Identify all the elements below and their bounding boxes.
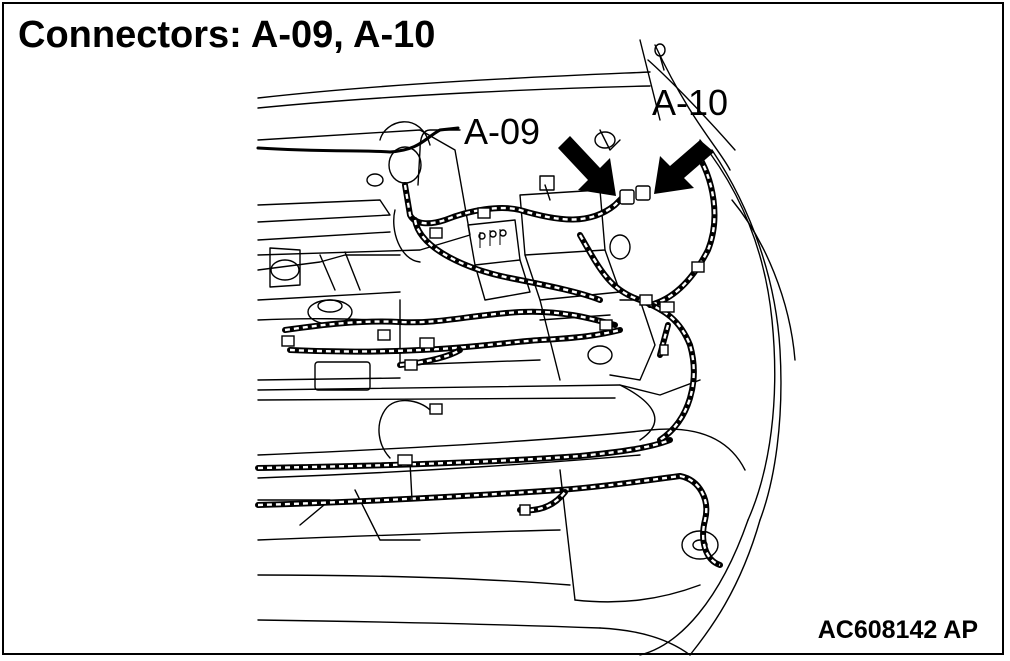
harness-connectors xyxy=(281,207,705,516)
engine-block xyxy=(257,121,471,325)
hood-outline xyxy=(257,39,736,171)
figure-id: AC608142 AP xyxy=(817,616,978,644)
hood-prop xyxy=(654,43,666,71)
callout-a-10-label: A-10 xyxy=(652,82,728,123)
callout-a-09-label: A-09 xyxy=(464,111,540,152)
connector-a-09 xyxy=(619,189,635,205)
sensor-wire-loop xyxy=(378,399,431,501)
diagram-title: Connectors: A-09, A-10 xyxy=(18,14,436,56)
callout-a-10: A-10 xyxy=(652,82,728,123)
callout-a-09: A-09 xyxy=(417,111,540,186)
relay-box xyxy=(467,219,531,301)
arrow-a-10 xyxy=(654,140,714,194)
radiator-support xyxy=(257,299,701,441)
front-fender xyxy=(639,139,796,656)
battery xyxy=(519,129,631,301)
arrow-a-09 xyxy=(558,136,616,196)
connector-a-10 xyxy=(635,185,651,201)
top-wire xyxy=(256,126,460,154)
